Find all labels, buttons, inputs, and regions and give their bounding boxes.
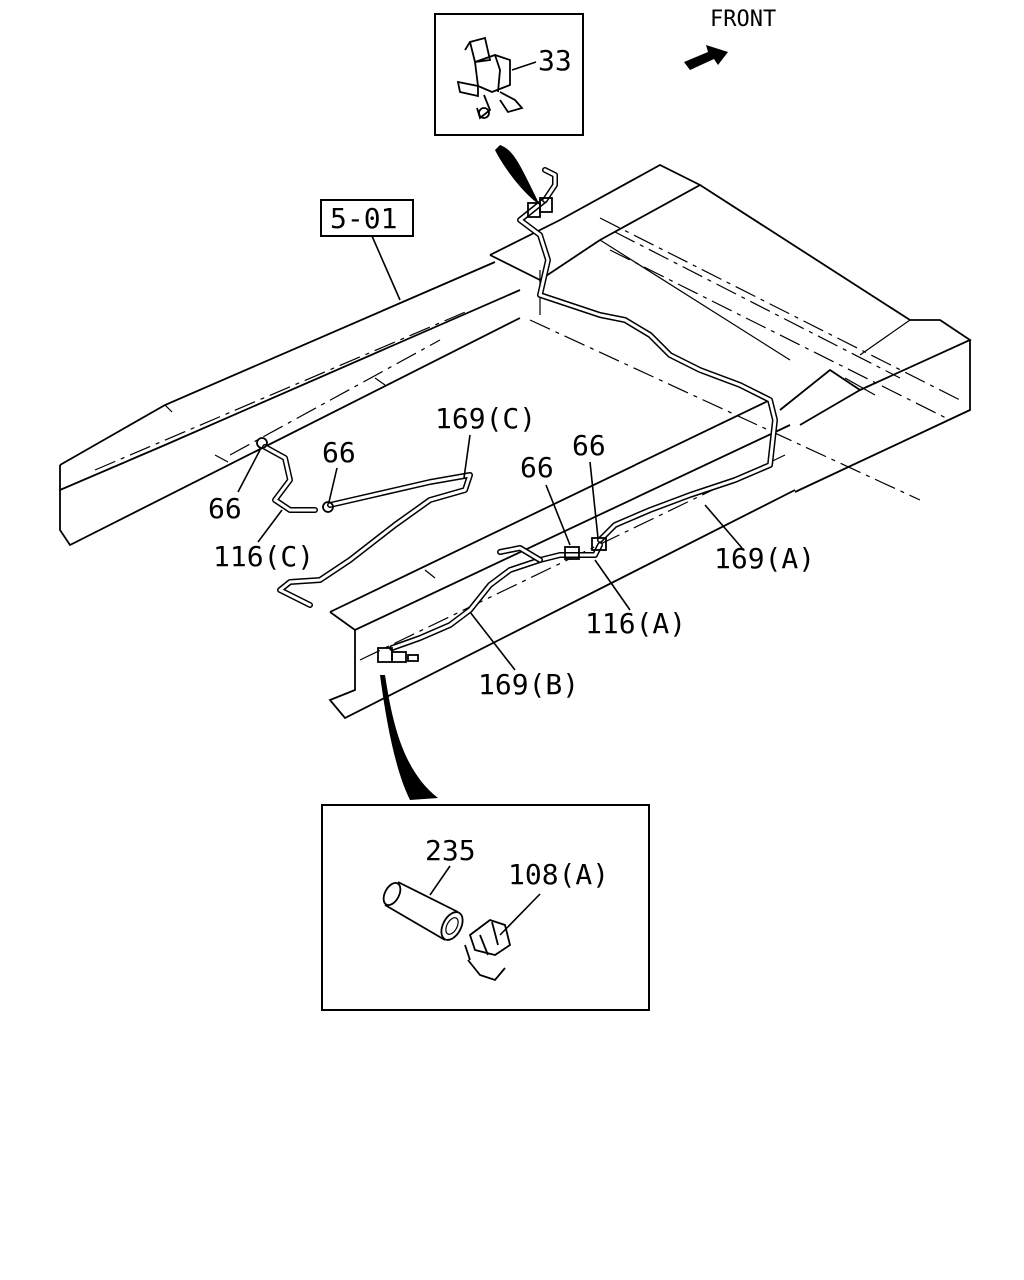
ref-box: [320, 199, 414, 237]
label-66-lower-left: 66: [208, 492, 242, 525]
label-66-center: 66: [520, 451, 554, 484]
label-66-upper-left: 66: [322, 436, 356, 469]
chassis-frame: [59, 163, 972, 720]
detail-box-clip: 33: [434, 13, 584, 136]
label-66-right: 66: [572, 429, 606, 462]
callout-arrow-bottom: [380, 675, 438, 800]
label-108a: 108(A): [508, 858, 609, 891]
connector-108a-icon: [464, 918, 512, 982]
front-arrow-icon: [684, 45, 728, 70]
label-116a: 116(A): [585, 607, 686, 640]
label-116c: 116(C): [213, 540, 314, 573]
label-235: 235: [425, 834, 476, 867]
label-169b: 169(B): [478, 668, 579, 701]
clip-33-icon: [456, 36, 524, 120]
detail-box-connector: 235 108(A): [321, 804, 650, 1011]
label-169a: 169(A): [714, 542, 815, 575]
sleeve-235-icon: [382, 881, 464, 941]
label-169c: 169(C): [435, 402, 536, 435]
callout-arrow-top: [495, 145, 540, 205]
label-33: 33: [538, 44, 572, 77]
front-label: FRONT: [710, 7, 776, 32]
ref-box-label: 5-01: [330, 202, 397, 235]
fuel-pipes: [256, 167, 778, 663]
